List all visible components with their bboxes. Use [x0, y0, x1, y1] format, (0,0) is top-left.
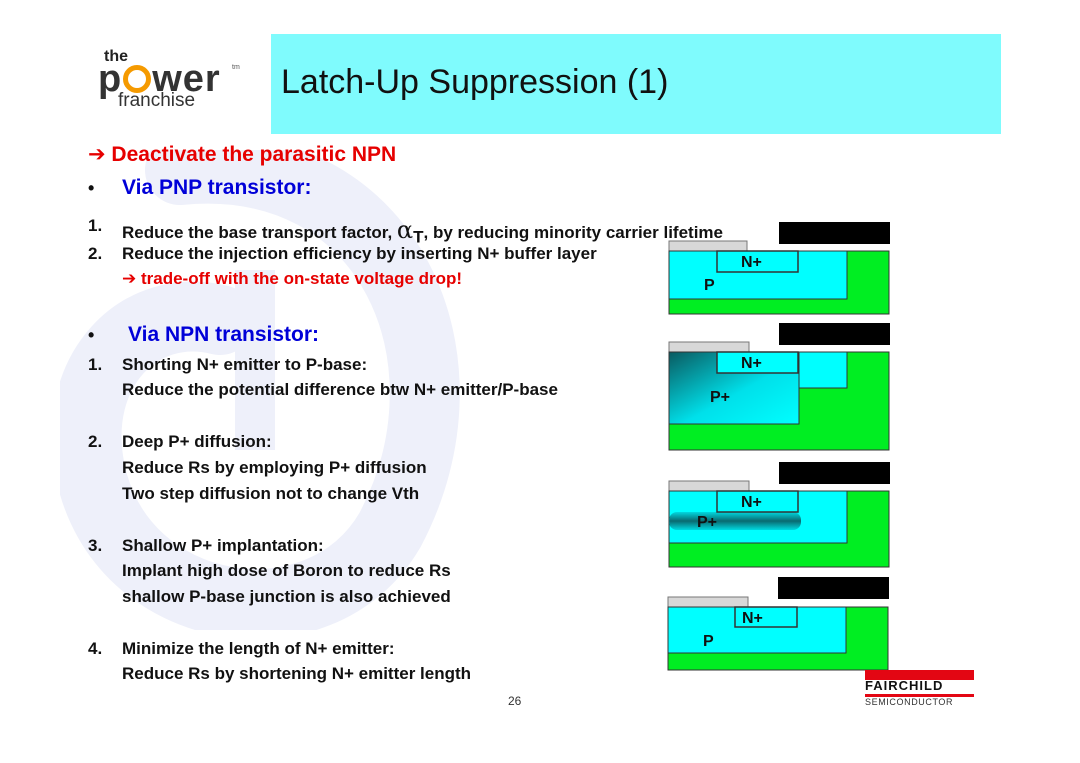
cross-section-diagram: N+ P+ — [668, 480, 890, 568]
pnp-tradeoff-note: ➔ trade-off with the on-state voltage dr… — [122, 269, 463, 288]
gate-oxide — [668, 341, 750, 353]
n-plus-label: N+ — [741, 494, 762, 511]
alpha-symbol: α — [396, 216, 414, 244]
cross-section-diagram: N+ P — [668, 240, 890, 315]
cross-section-diagram: N+ P+ — [668, 341, 890, 451]
fairchild-logo-bar — [865, 670, 974, 680]
npn-item-1-line: Reduce the potential difference btw N+ e… — [122, 380, 558, 399]
pnp-heading: Via PNP transistor: — [122, 176, 312, 199]
shallow-p-plus-region — [669, 512, 801, 530]
label-box — [779, 323, 890, 345]
label-box — [778, 577, 889, 599]
npn-item-number: 1. — [88, 355, 103, 374]
npn-item-2-title: Deep P+ diffusion: — [122, 432, 272, 451]
cross-section-diagram: N+ P — [667, 596, 889, 671]
npn-item-number: 4. — [88, 639, 103, 658]
npn-item-number: 3. — [88, 536, 103, 555]
npn-item-1-title: Shorting N+ emitter to P-base: — [122, 355, 368, 374]
pnp-item-number: 1. — [88, 216, 103, 235]
watermark-swirl — [60, 150, 460, 630]
headline: ➔ Deactivate the parasitic NPN — [88, 143, 397, 166]
pnp-item-1-text-a: Reduce the base transport factor, — [122, 223, 397, 242]
alpha-subscript: T — [413, 227, 424, 247]
logo-the: the — [104, 48, 128, 65]
fairchild-logo-sub: SEMICONDUCTOR — [865, 697, 954, 707]
pnp-item-2: Reduce the injection efficiency by inser… — [122, 244, 597, 263]
pnp-item-1-text-b: , by reducing minority carrier lifetime — [423, 223, 723, 242]
bullet: • — [88, 325, 95, 345]
npn-item-2-line: Two step diffusion not to change Vth — [122, 484, 420, 503]
logo-franchise: franchise — [118, 90, 196, 111]
npn-item-3-line: shallow P-base junction is also achieved — [122, 587, 451, 606]
npn-item-3-title: Shallow P+ implantation: — [122, 536, 324, 555]
label-box — [779, 222, 890, 244]
n-plus-region — [716, 490, 799, 513]
npn-heading: Via NPN transistor: — [128, 323, 319, 346]
n-plus-region — [734, 606, 798, 628]
npn-item-number: 2. — [88, 432, 103, 451]
npn-item-4-line: Reduce Rs by shortening N+ emitter lengt… — [122, 664, 472, 683]
p-label: P — [704, 277, 715, 294]
gate-oxide — [668, 480, 750, 492]
gate-oxide — [667, 596, 749, 608]
power-icon — [123, 65, 152, 93]
n-plus-label: N+ — [741, 355, 762, 372]
pnp-item-1: Reduce the base transport factor, αT, by… — [122, 216, 723, 247]
npn-item-3-line: Implant high dose of Boron to reduce Rs — [122, 561, 451, 580]
p-plus-label: P+ — [710, 389, 730, 406]
gate-oxide — [668, 240, 748, 252]
npn-item-2-line: Reduce Rs by employing P+ diffusion — [122, 458, 427, 477]
logo-p: p — [98, 58, 123, 100]
logo-wer: wer — [152, 58, 221, 100]
n-plus-label: N+ — [742, 610, 763, 627]
pnp-item-number: 2. — [88, 244, 103, 263]
fairchild-logo-text: FAIRCHILD — [865, 678, 944, 693]
slide-title: Latch-Up Suppression (1) — [281, 63, 669, 101]
page-number: 26 — [508, 694, 522, 708]
bullet: • — [88, 178, 95, 198]
title-bar — [271, 34, 1001, 134]
p-label: P — [703, 633, 714, 650]
n-plus-region — [716, 351, 799, 374]
label-box — [779, 462, 890, 484]
n-plus-region — [716, 250, 799, 273]
fairchild-logo-rule — [865, 694, 974, 697]
logo-tm: tm — [232, 64, 240, 71]
npn-item-4-title: Minimize the length of N+ emitter: — [122, 639, 395, 658]
p-plus-label: P+ — [697, 514, 717, 531]
n-plus-label: N+ — [741, 254, 762, 271]
